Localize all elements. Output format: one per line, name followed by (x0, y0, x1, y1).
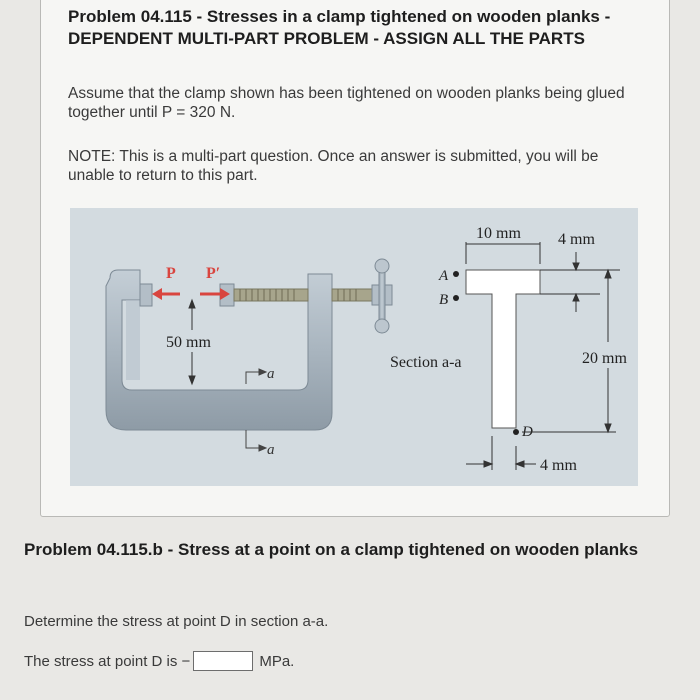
left-pad (139, 283, 153, 307)
part-b-title: Problem 04.115.b - Stress at a point on … (24, 540, 639, 559)
answer-input[interactable] (193, 651, 254, 671)
dim-20mm-label: 20 mm (582, 350, 627, 367)
dim-4mm-top-line (540, 252, 620, 312)
dim-20mm-line (522, 268, 616, 434)
label-P: P (166, 265, 176, 282)
point-A-label: A (438, 268, 449, 284)
section-mark-top (245, 368, 268, 384)
answer-row: The stress at point D is − MPa. (24, 651, 294, 671)
clamp-diagram: P P′ 50 mm a a A B D (105, 225, 627, 474)
point-D-dot (513, 429, 519, 435)
label-a-top: a (267, 366, 275, 382)
answer-unit: MPa. (259, 652, 295, 670)
note-text: NOTE: This is a multi-part question. Onc… (68, 148, 599, 184)
problem-title: Problem 04.115 - Stresses in a clamp tig… (68, 7, 611, 48)
t-section (465, 269, 541, 429)
label-a-bottom: a (267, 442, 275, 458)
screw (233, 258, 393, 334)
assume-text: Assume that the clamp shown has been tig… (68, 85, 625, 121)
dim-4mm-top-label: 4 mm (558, 231, 595, 248)
c-frame (105, 269, 333, 431)
label-P-prime: P′ (206, 265, 220, 282)
clamp-figure: P P′ 50 mm a a A B D (70, 208, 638, 486)
dim-50mm-label: 50 mm (166, 334, 211, 351)
dim-10mm-line (465, 242, 541, 264)
point-A-dot (453, 271, 459, 277)
part-b-question: Determine the stress at point D in secti… (24, 613, 329, 630)
point-B-label: B (439, 292, 448, 308)
dim-4mm-bottom-line (466, 436, 536, 470)
answer-prefix: The stress at point D is − (24, 652, 191, 670)
point-B-dot (453, 295, 459, 301)
dim-4mm-bottom-label: 4 mm (540, 457, 577, 474)
section-label: Section a-a (390, 354, 462, 371)
force-arrows (152, 288, 230, 300)
section-mark-bottom (245, 430, 268, 452)
dim-10mm-label: 10 mm (476, 225, 521, 242)
